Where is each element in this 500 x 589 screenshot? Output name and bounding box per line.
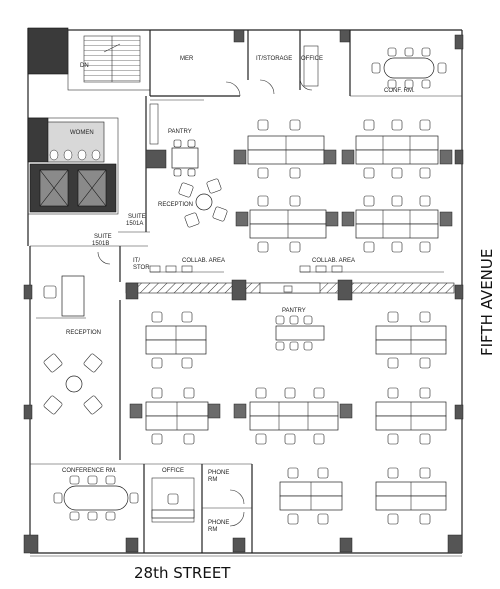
label-conf-rm-top: CONF. RM. [384,88,415,94]
restroom-core: WOMEN [27,117,119,215]
label-collab-area-1: COLLAB. AREA [182,258,225,264]
label-mer: MER [180,56,194,62]
label-it-storage: IT/STORAGE [256,56,292,62]
label-it-stor: IT/STOR [133,258,150,271]
pantry-mid: PANTRY [275,308,325,351]
building-shell [23,28,464,557]
street-label-east: FIFTH AVENUE [478,249,496,356]
workstations-top [233,119,453,253]
label-pantry-top: PANTRY [168,129,192,135]
stair-core: DN [27,27,151,91]
label-office-bottom: OFFICE [162,468,184,474]
workstations-lower [129,311,447,525]
label-conference-rm: CONFERENCE RM. [62,468,117,474]
label-reception-left: RECEPTION [66,330,101,336]
street-label-south: 28th STREET [134,564,231,582]
label-collab-area-2: COLLAB. AREA [312,258,355,264]
label-pantry-mid: PANTRY [282,308,306,314]
reception-left: RECEPTION [30,275,144,465]
label-reception-top: RECEPTION [158,202,193,208]
label-women: WOMEN [70,130,94,136]
top-rooms: MER IT/STORAGE OFFICE CONF. RM. [149,30,462,97]
label-office-top: OFFICE [301,56,323,62]
label-dn: DN [80,63,89,69]
